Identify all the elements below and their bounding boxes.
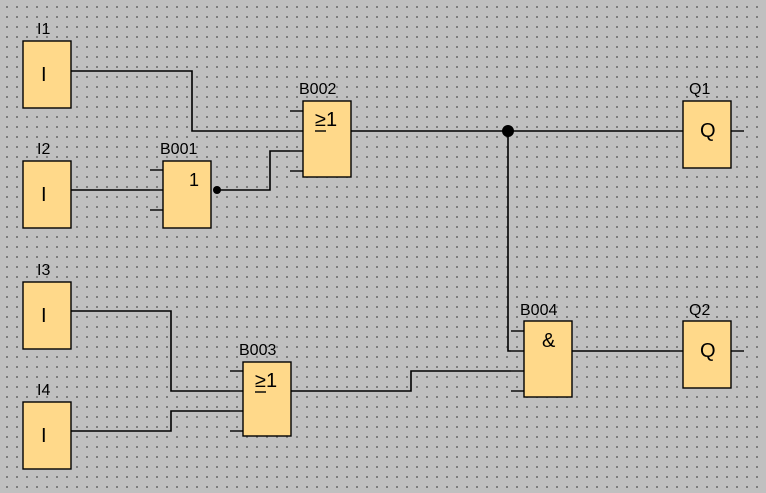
wire-i3-b003 xyxy=(71,310,230,392)
block-b001-label: B001 xyxy=(160,141,197,158)
wire-b003-b004 xyxy=(291,370,511,392)
block-b003-label: B003 xyxy=(239,342,276,359)
negation-dot xyxy=(213,186,221,194)
block-b003-symbol: ≥1 xyxy=(255,370,277,392)
input-block-i4[interactable]: I4 I xyxy=(22,382,72,470)
wire-i4-b003 xyxy=(71,410,230,432)
block-b001-symbol: 1 xyxy=(189,170,199,190)
block-b001[interactable]: B001 1 xyxy=(150,141,212,229)
input-block-i1[interactable]: I1 I xyxy=(22,21,72,109)
wire-b001-b002 xyxy=(217,150,290,191)
block-b002[interactable]: B002 ≥1 xyxy=(290,81,352,178)
block-b004[interactable]: B004 & xyxy=(511,302,573,398)
wire-b002-b004 xyxy=(507,131,511,352)
junction-dot xyxy=(502,125,514,137)
output-q2-symbol: Q xyxy=(700,340,716,362)
input-i2-symbol: I xyxy=(41,184,47,206)
input-i3-label: I3 xyxy=(37,262,50,279)
input-i2-label: I2 xyxy=(37,141,50,158)
output-q1-label: Q1 xyxy=(689,81,710,98)
input-i1-label: I1 xyxy=(37,21,50,38)
block-b003[interactable]: B003 ≥1 xyxy=(230,342,292,437)
input-i1-symbol: I xyxy=(41,64,47,86)
output-block-q2[interactable]: Q2 Q xyxy=(670,302,744,389)
input-i3-symbol: I xyxy=(41,305,47,327)
output-q2-label: Q2 xyxy=(689,302,710,319)
wire-i1-b002 xyxy=(71,70,290,132)
output-q1-symbol: Q xyxy=(700,120,716,142)
block-b002-symbol: ≥1 xyxy=(315,109,337,131)
input-block-i3[interactable]: I3 I xyxy=(22,262,72,350)
block-b004-symbol: & xyxy=(542,330,556,352)
block-b004-label: B004 xyxy=(520,302,557,319)
input-block-i2[interactable]: I2 I xyxy=(22,141,72,229)
wires xyxy=(71,70,670,432)
input-i4-label: I4 xyxy=(37,382,50,399)
output-block-q1[interactable]: Q1 Q xyxy=(670,81,744,169)
input-i4-symbol: I xyxy=(41,425,47,447)
block-b002-label: B002 xyxy=(299,81,336,98)
